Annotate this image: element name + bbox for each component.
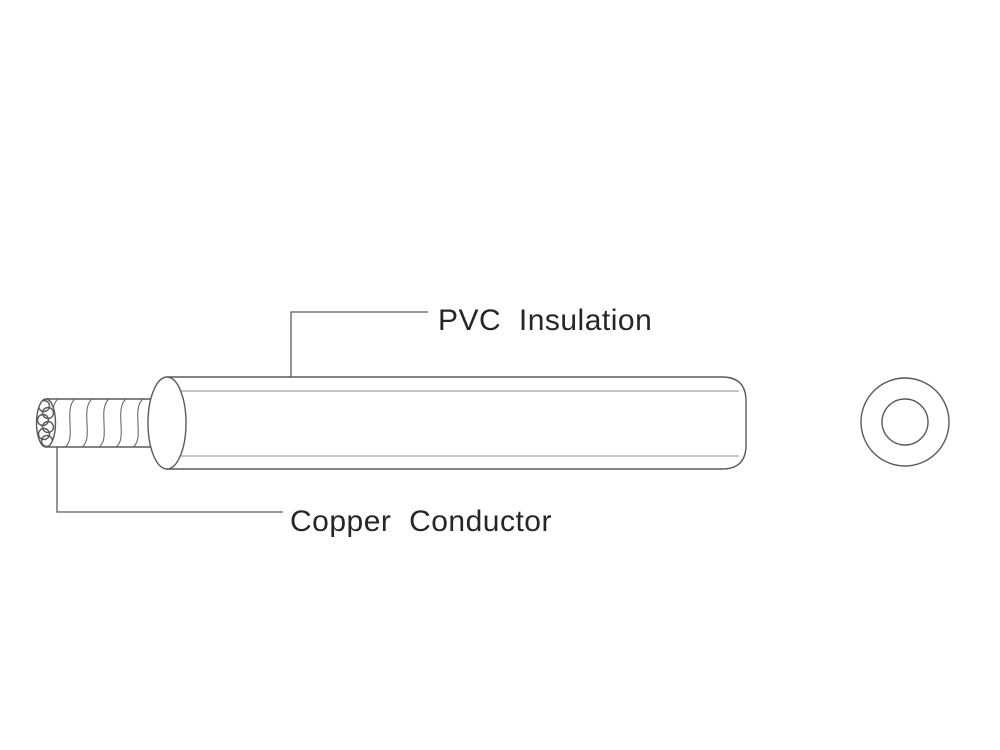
conductor-strand-twist-lines [46,399,161,447]
cross-section-conductor-circle [881,398,929,446]
pvc-insulation-body [147,376,747,470]
leader-line-insulation [290,311,428,377]
insulation-end-cap [147,376,187,470]
label-pvc-insulation: PVC Insulation [438,304,652,337]
cross-section-view [860,377,950,467]
copper-conductor-exposed [35,398,162,448]
insulation-jacket-outline [167,376,747,470]
cross-section-insulation-circle [860,377,950,467]
label-copper-conductor: Copper Conductor [290,505,552,538]
leader-line-conductor [56,447,283,513]
